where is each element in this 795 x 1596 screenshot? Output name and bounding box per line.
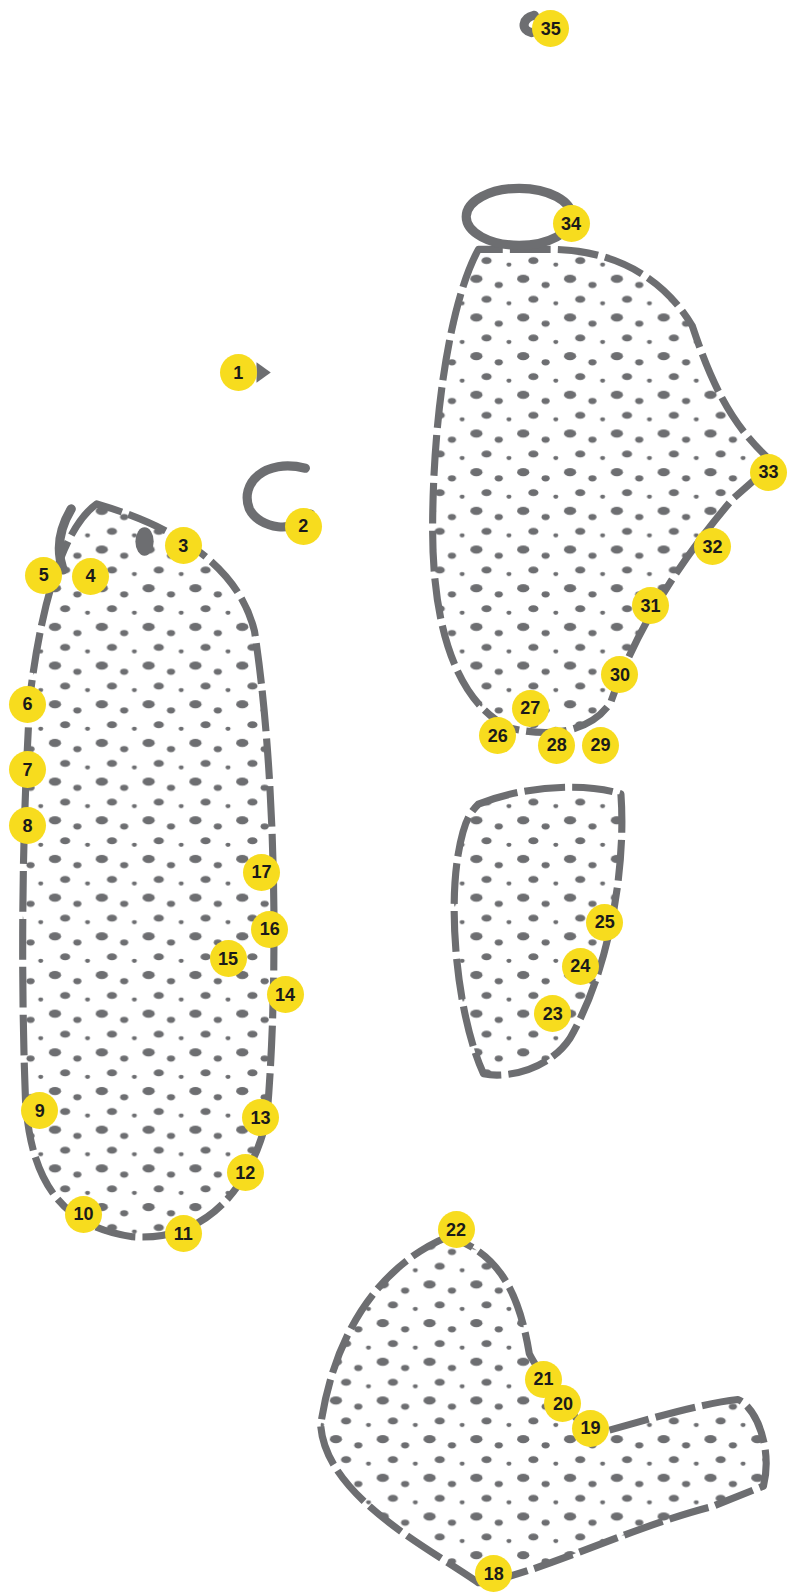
callout-number: 29 xyxy=(582,727,619,764)
callout-number: 19 xyxy=(572,1410,609,1447)
callout-number: 32 xyxy=(694,528,731,565)
callout-number: 16 xyxy=(251,911,288,948)
callout-number: 10 xyxy=(65,1196,102,1233)
callout-number: 35 xyxy=(532,10,569,47)
callout-number: 11 xyxy=(165,1215,202,1252)
callout-number: 13 xyxy=(242,1099,279,1136)
callout-number: 17 xyxy=(243,854,280,891)
callout-number: 12 xyxy=(227,1154,264,1191)
callout-number: 26 xyxy=(479,717,516,754)
callout-number: 3 xyxy=(165,527,202,564)
callout-number: 1 xyxy=(220,354,257,391)
callout-number: 33 xyxy=(750,454,787,491)
callout-number: 25 xyxy=(586,904,623,941)
atoll-outline xyxy=(23,504,274,1237)
callout-number: 22 xyxy=(438,1211,475,1248)
atoll-outline xyxy=(321,1237,767,1583)
callout-number: 8 xyxy=(9,807,46,844)
reef xyxy=(257,362,271,382)
reef xyxy=(59,509,71,570)
callout-number: 34 xyxy=(553,205,590,242)
atoll-outline xyxy=(433,249,774,732)
callout-number: 5 xyxy=(25,557,62,594)
callout-number: 2 xyxy=(285,508,322,545)
callout-number: 14 xyxy=(267,976,304,1013)
callout-number: 18 xyxy=(475,1555,512,1592)
callout-number: 15 xyxy=(210,940,247,977)
callout-number: 9 xyxy=(21,1092,58,1129)
callout-number: 28 xyxy=(538,727,575,764)
callout-number: 30 xyxy=(601,656,638,693)
callout-number: 21 xyxy=(525,1361,562,1398)
callout-number: 27 xyxy=(512,690,549,727)
reef xyxy=(135,527,153,556)
callout-number: 6 xyxy=(9,686,46,723)
callout-number: 4 xyxy=(72,558,109,595)
callout-number: 31 xyxy=(632,587,669,624)
callout-number: 24 xyxy=(562,948,599,985)
callout-number: 7 xyxy=(9,751,46,788)
